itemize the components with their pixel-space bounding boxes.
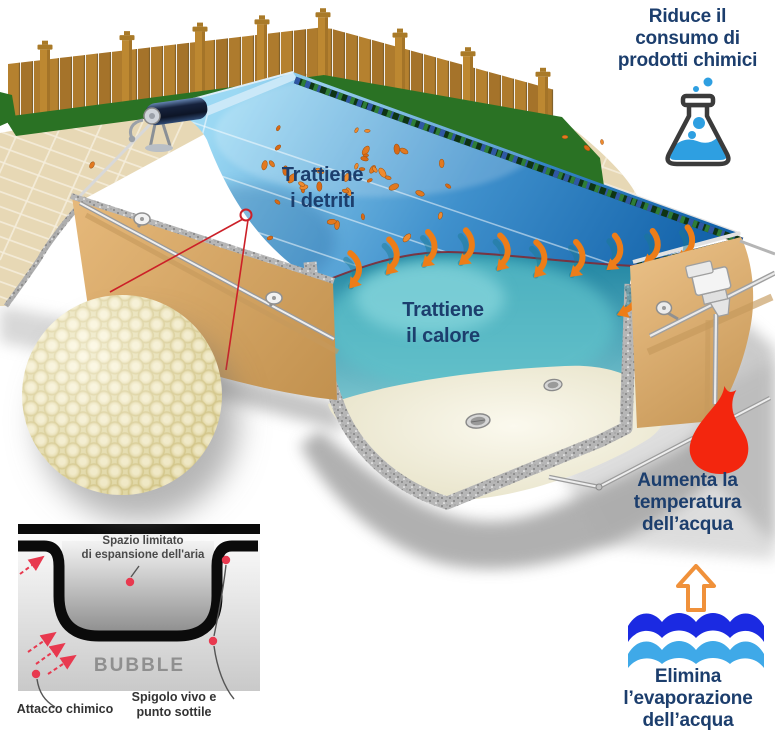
cover-roller	[128, 97, 208, 152]
heat-reflection-arrows	[343, 224, 696, 318]
skimmer-pump	[685, 260, 732, 318]
right-wall	[630, 237, 775, 428]
flame-icon	[689, 386, 749, 474]
top-film	[18, 524, 260, 534]
bubble-wall	[18, 540, 258, 642]
connector-lines	[36, 564, 235, 708]
rolled-cover	[145, 97, 208, 126]
callout-marker	[239, 208, 253, 222]
pool-cutaway	[303, 224, 696, 510]
debris-on-cover	[261, 125, 452, 243]
waves-evaporation-icon	[628, 564, 764, 668]
flask-icon	[665, 77, 731, 167]
pipe	[739, 239, 775, 256]
callout-dots	[31, 555, 231, 679]
wooden-fence	[8, 8, 554, 133]
bubble-cross-section-diagram	[18, 524, 260, 708]
floor-drain	[543, 378, 563, 392]
chemical-attack-arrows	[19, 555, 77, 675]
bubble-texture-inset	[22, 295, 222, 495]
texture-callout	[109, 208, 253, 371]
pool-floor	[328, 365, 666, 500]
valve	[655, 300, 679, 321]
debris-on-deck	[89, 134, 604, 241]
pipe-nozzle	[133, 212, 151, 228]
floor-drain	[465, 413, 491, 429]
pipe-nozzle	[265, 291, 283, 307]
evaporation-arrow-icon	[676, 564, 716, 612]
